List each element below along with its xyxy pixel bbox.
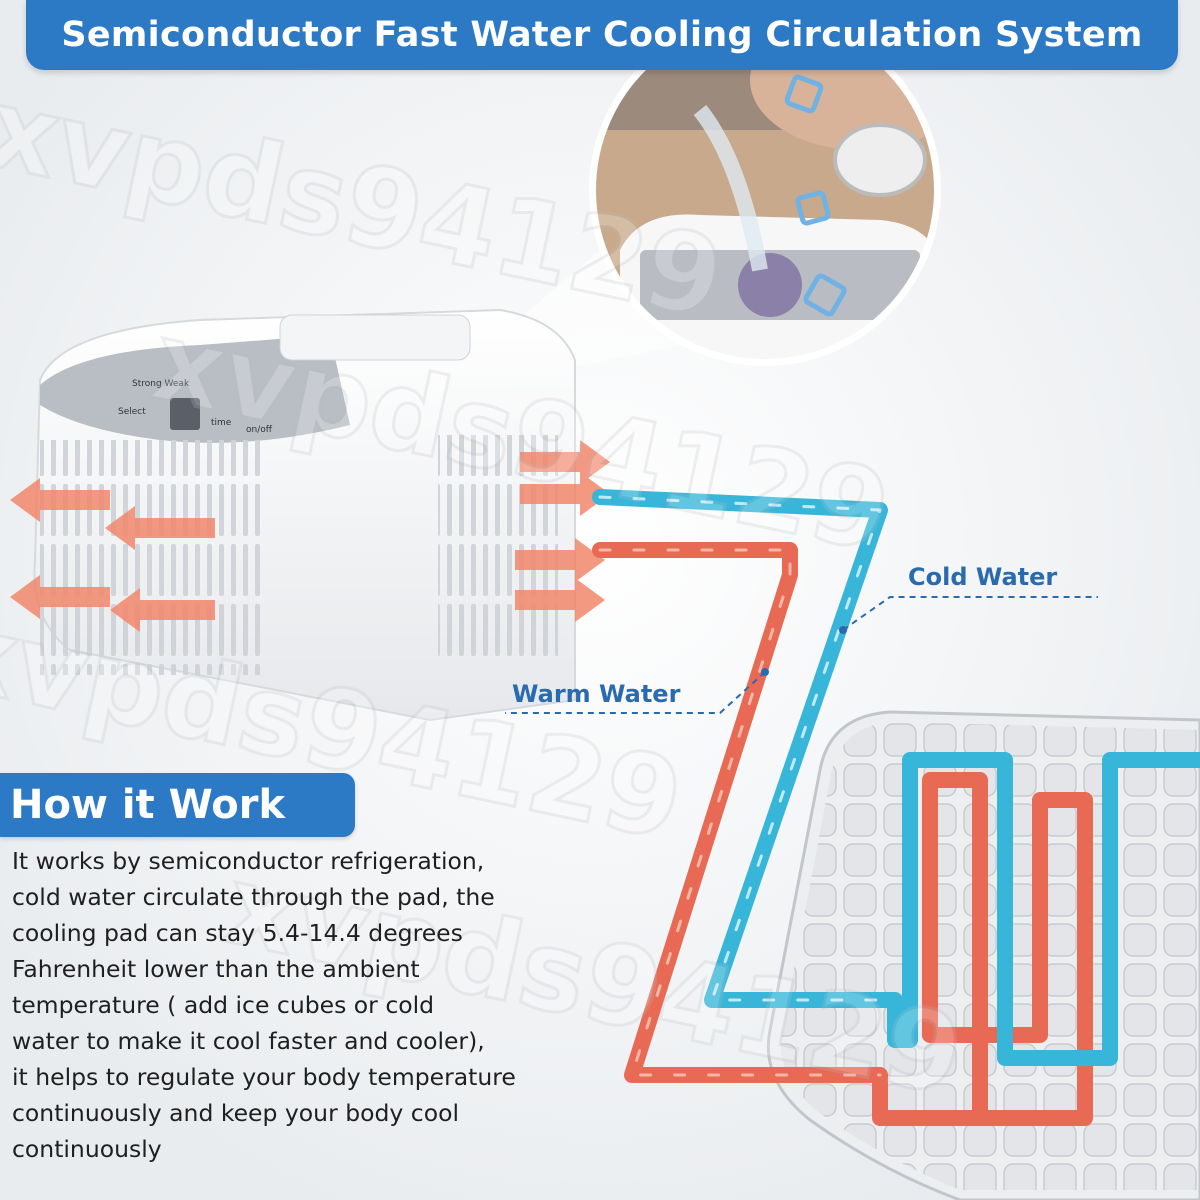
- description-line: continuously: [12, 1135, 162, 1163]
- warm-water-pipe: [592, 542, 1093, 1126]
- description-text: It works by semiconductor refrigeration,…: [12, 843, 622, 1167]
- description-line: It works by semiconductor refrigeration,: [12, 847, 485, 875]
- description-line: it helps to regulate your body temperatu…: [12, 1063, 516, 1091]
- panel-button-onoff: on/off: [246, 425, 273, 435]
- panel-button-select: Select: [118, 407, 146, 417]
- cold-water-label: Cold Water: [908, 563, 1058, 591]
- panel-button-time: time: [211, 418, 232, 428]
- callout-lines: [505, 596, 1098, 714]
- description-line: water to make it cool faster and cooler)…: [12, 1027, 485, 1055]
- description-line: Fahrenheit lower than the ambient: [12, 955, 420, 983]
- page-title: Semiconductor Fast Water Cooling Circula…: [61, 15, 1143, 55]
- section-title: How it Work: [10, 782, 286, 828]
- airflow-arrows: [10, 440, 610, 632]
- cold-water-pipe: [592, 489, 1200, 1066]
- header-banner: Semiconductor Fast Water Cooling Circula…: [26, 0, 1178, 70]
- how-it-works-badge: How it Work: [0, 773, 355, 837]
- description-line: cold water circulate through the pad, th…: [12, 883, 495, 911]
- description-line: continuously and keep your body cool: [12, 1099, 460, 1127]
- panel-label-strength: Strong Weak: [132, 379, 190, 389]
- description-line: cooling pad can stay 5.4-14.4 degrees: [12, 919, 463, 947]
- warm-water-label: Warm Water: [512, 680, 681, 708]
- description-line: temperature ( add ice cubes or cold: [12, 991, 435, 1019]
